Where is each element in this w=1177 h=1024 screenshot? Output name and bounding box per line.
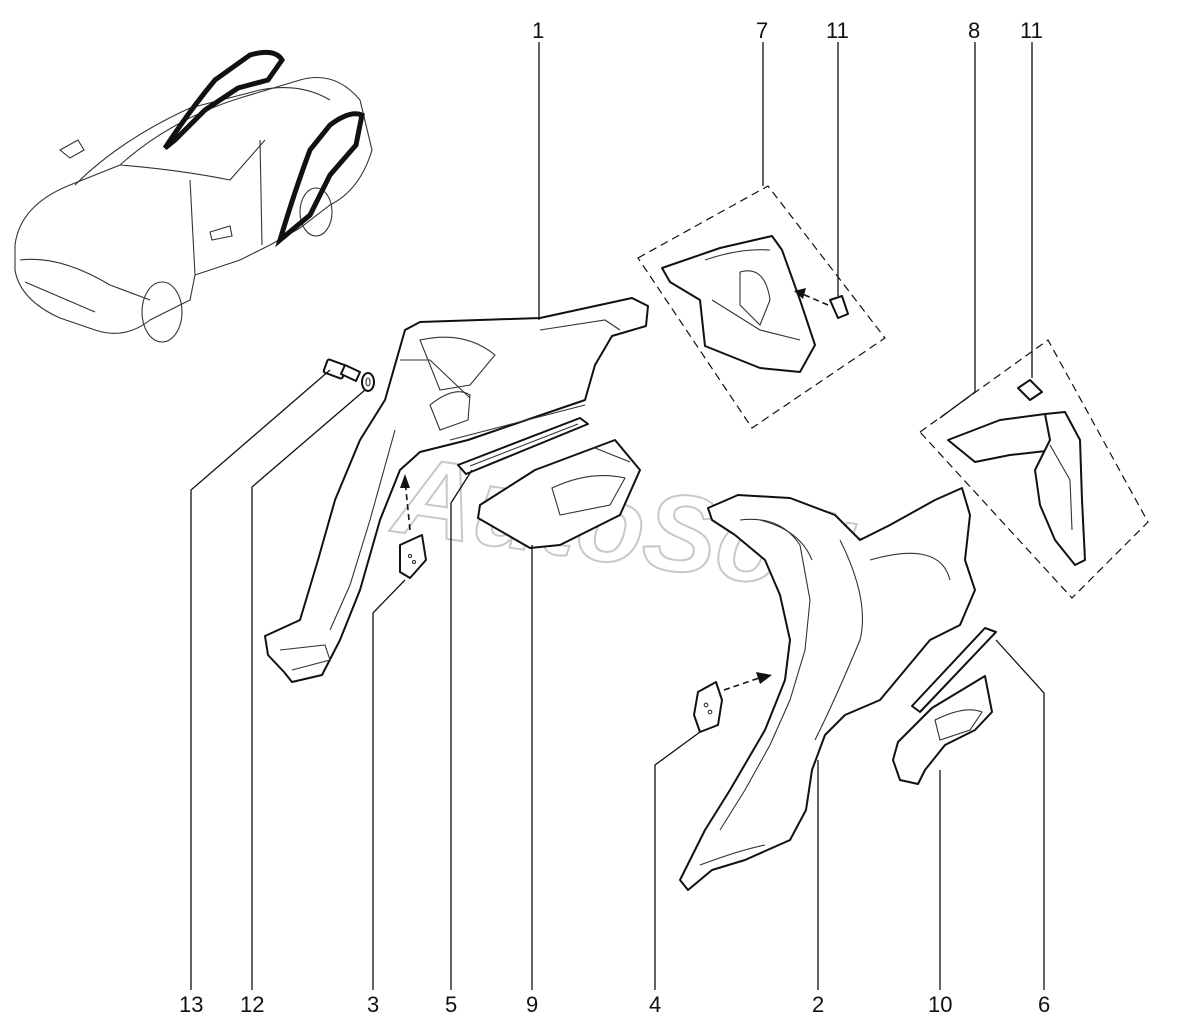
- part-3-pad: [399, 534, 427, 579]
- leader-lines: [190, 42, 1045, 990]
- arrow-4-to-2: [723, 676, 763, 691]
- reference-car-illustration: [14, 49, 373, 343]
- part-11-clip-a: [829, 295, 849, 319]
- part-6-strip: [911, 627, 997, 713]
- part-2-outer-side-panel: [679, 487, 976, 891]
- callout-12: 12: [240, 992, 264, 1017]
- callout-8: 8: [968, 18, 980, 43]
- callout-11a: 11: [826, 18, 849, 43]
- callout-11b: 11: [1020, 18, 1043, 43]
- callout-13: 13: [179, 992, 203, 1017]
- arrowhead-3: [400, 474, 410, 488]
- arrow-3-to-1: [404, 479, 411, 531]
- callout-9: 9: [526, 992, 538, 1017]
- part-11-clip-b: [1017, 379, 1043, 401]
- callout-2: 2: [812, 992, 824, 1017]
- callout-10: 10: [928, 992, 952, 1017]
- part-4-pad: [693, 681, 723, 733]
- part-10-lower-reinforcement: [892, 675, 993, 785]
- callout-5: 5: [445, 992, 457, 1017]
- callout-3: 3: [367, 992, 379, 1017]
- part-1-inner-side-panel: [264, 297, 649, 683]
- highlighted-pillar: [162, 49, 285, 150]
- callout-4: 4: [649, 992, 661, 1017]
- part-12-washer: [361, 372, 375, 392]
- callout-6: 6: [1038, 992, 1050, 1017]
- callout-labels: 1 7 11 8 11 13 12 3 5 9 4 2 10 6: [179, 18, 1050, 1017]
- part-8-group: [919, 339, 1149, 599]
- part-13-bolt: [322, 358, 361, 382]
- part-7-group: [637, 185, 886, 429]
- group-7-box: [637, 185, 886, 429]
- part-5-sill-strip: [457, 417, 589, 475]
- part-9-lower-reinforcement: [477, 439, 641, 549]
- callout-7: 7: [756, 18, 768, 43]
- group-8-box: [919, 339, 1149, 599]
- arrowhead-4: [756, 672, 772, 684]
- highlighted-rear-wing: [275, 111, 365, 248]
- callout-1: 1: [532, 18, 544, 43]
